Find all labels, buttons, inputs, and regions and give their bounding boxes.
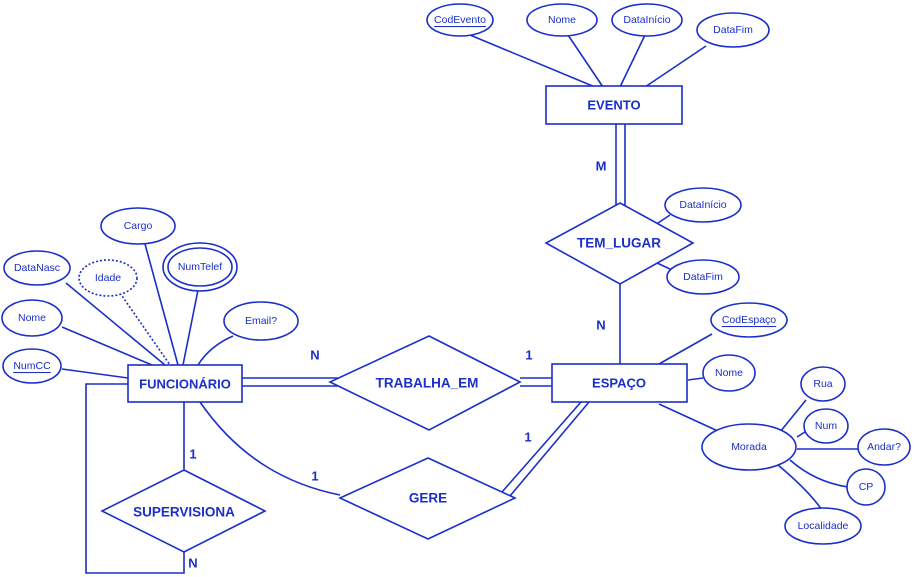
- entity-funcionario-label: FUNCIONÁRIO: [139, 377, 231, 392]
- line-cargo: [144, 243, 179, 366]
- relationship-trabalha-em-label: TRABALHA_EM: [376, 376, 479, 391]
- attribute-codevento: CodEvento: [426, 3, 494, 37]
- line-espaco-nome: [687, 377, 704, 381]
- attribute-localidade-label: Localidade: [798, 520, 849, 532]
- attribute-evento-datainicio: DataInício: [611, 3, 683, 37]
- entity-evento-label: EVENTO: [587, 98, 640, 113]
- attribute-funcionario-nome: Nome: [1, 299, 63, 337]
- attribute-cargo-label: Cargo: [124, 220, 153, 232]
- attribute-email: Email?: [223, 301, 299, 341]
- entity-evento: EVENTO: [545, 85, 683, 125]
- attribute-evento-datafim-label: DataFim: [713, 24, 753, 36]
- attribute-numcc: NumCC: [2, 348, 62, 384]
- line-morada-rua: [779, 399, 807, 433]
- attribute-numcc-label: NumCC: [13, 360, 51, 372]
- attribute-datanasc-label: DataNasc: [14, 262, 60, 274]
- attribute-numtelef: NumTelef: [162, 242, 238, 292]
- attribute-email-label: Email?: [245, 315, 277, 327]
- relationship-tem-lugar: TEM_LUGAR: [544, 202, 695, 285]
- attribute-temlugar-datainicio: DataInício: [664, 187, 742, 223]
- attribute-evento-nome-label: Nome: [548, 14, 576, 26]
- line-idade: [119, 292, 171, 366]
- relationship-supervisiona-label: SUPERVISIONA: [133, 505, 235, 520]
- cardinality-supervisiona-top: 1: [189, 447, 196, 462]
- attribute-espaco-nome-label: Nome: [715, 367, 743, 379]
- cardinality-supervisiona-bottom: N: [188, 556, 197, 571]
- line-espaco-gere-b: [509, 401, 590, 497]
- relationship-gere: GERE: [338, 457, 517, 540]
- attribute-andar: Andar?: [857, 428, 911, 466]
- attribute-cp: CP: [846, 468, 886, 506]
- attribute-idade: Idade: [78, 259, 138, 297]
- cardinality-funcionario-trabalhaem: N: [310, 348, 319, 363]
- entity-espaco-label: ESPAÇO: [592, 376, 646, 391]
- attribute-codevento-label: CodEvento: [434, 14, 486, 26]
- connector-lines: [61, 34, 858, 574]
- line-funcionario-nome: [61, 326, 153, 366]
- relationship-gere-label: GERE: [409, 491, 447, 506]
- attribute-datanasc: DataNasc: [3, 250, 71, 286]
- entity-funcionario: FUNCIONÁRIO: [127, 364, 243, 403]
- attribute-funcionario-nome-label: Nome: [18, 312, 46, 324]
- attribute-idade-label: Idade: [95, 272, 121, 284]
- line-evento-datainicio: [619, 34, 646, 88]
- relationship-tem-lugar-label: TEM_LUGAR: [577, 236, 661, 251]
- relationship-supervisiona: SUPERVISIONA: [100, 469, 267, 553]
- attribute-evento-datainicio-label: DataInício: [623, 14, 670, 26]
- attribute-localidade: Localidade: [784, 507, 862, 545]
- cardinality-funcionario-gere: 1: [311, 469, 318, 484]
- attribute-codespaco-label: CodEspaço: [722, 314, 776, 326]
- attribute-rua: Rua: [800, 366, 846, 402]
- cardinality-espaco-gere: 1: [524, 430, 531, 445]
- cardinality-espaco-temlugar: N: [596, 318, 605, 333]
- attribute-morada: Morada: [701, 423, 797, 471]
- cardinality-espaco-trabalhaem: 1: [525, 348, 532, 363]
- attribute-temlugar-datafim: DataFim: [666, 259, 740, 295]
- line-evento-nome: [567, 34, 604, 88]
- attribute-evento-datafim: DataFim: [696, 12, 770, 48]
- attribute-numtelef-label: NumTelef: [178, 261, 222, 273]
- attribute-temlugar-datafim-label: DataFim: [683, 271, 723, 283]
- attribute-num-label: Num: [815, 420, 837, 432]
- line-datanasc: [65, 282, 166, 366]
- relationship-trabalha-em: TRABALHA_EM: [328, 335, 522, 431]
- entity-espaco: ESPAÇO: [551, 363, 688, 403]
- line-morada-localidade: [777, 464, 823, 511]
- attribute-num: Num: [803, 408, 849, 444]
- line-morada-cp: [789, 459, 849, 488]
- cardinality-evento-temlugar: M: [596, 159, 607, 174]
- line-codevento: [469, 34, 596, 88]
- line-numcc: [61, 368, 129, 379]
- line-numtelef: [182, 289, 199, 366]
- line-supervisiona-loop: [85, 383, 185, 574]
- attribute-espaco-nome: Nome: [702, 354, 756, 392]
- line-funcionario-gere: [199, 401, 341, 496]
- line-espaco-morada: [658, 403, 721, 433]
- line-evento-datafim: [644, 45, 707, 88]
- line-email: [197, 335, 234, 366]
- attribute-andar-label: Andar?: [867, 441, 901, 453]
- attribute-morada-label: Morada: [731, 441, 767, 453]
- attribute-cp-label: CP: [859, 481, 874, 493]
- attribute-temlugar-datainicio-label: DataInício: [679, 199, 726, 211]
- line-espaco-gere-a: [501, 401, 582, 493]
- line-codespaco: [658, 333, 713, 365]
- attribute-cargo: Cargo: [100, 207, 176, 245]
- attribute-rua-label: Rua: [813, 378, 832, 390]
- attribute-codespaco: CodEspaço: [710, 302, 788, 338]
- attribute-evento-nome: Nome: [526, 3, 598, 37]
